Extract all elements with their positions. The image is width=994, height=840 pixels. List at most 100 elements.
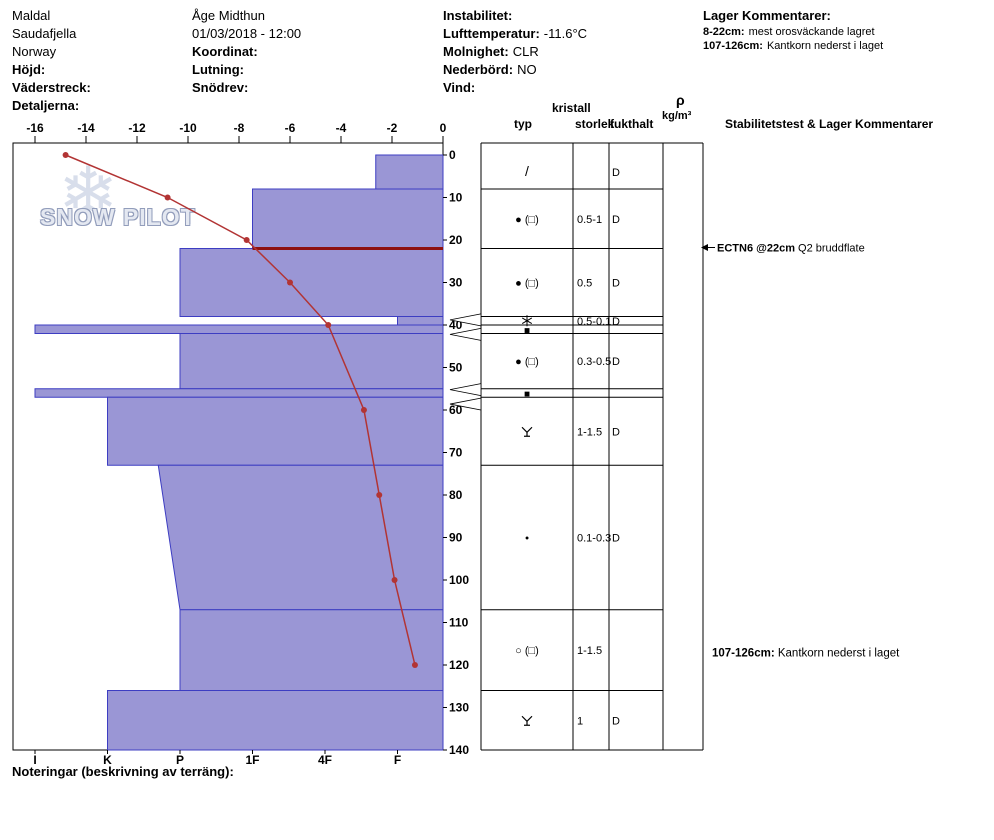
table-header-density-units: kg/m³ [662,110,692,122]
snow-layer-bar-42-55cm [179,333,444,390]
grain-type-symbol: ● (□) [515,278,539,290]
temp-tick-label: -14 [77,121,95,135]
snow-layer-bar-55-57cm [34,388,444,398]
moisture-value: D [612,715,620,727]
depth-tick-label: 90 [449,531,463,545]
moisture-value: D [612,426,620,438]
temp-tick-label: -8 [234,121,245,135]
hardness-tick-label: 1F [245,753,259,767]
stellar-crystal-icon [521,315,533,327]
blowing-snow-label: Snödrev: [192,80,249,95]
snowflake-icon: ❄ [58,154,119,234]
temperature-point [164,194,171,201]
snowpilot-logo-text: SNOW PILOT [40,204,196,230]
wind-label: Vind: [443,80,476,95]
observer-name: Åge Midthun [192,8,265,23]
temperature-point [325,322,332,328]
air-temperature-line: Lufttemperatur:-11.6°C [443,26,588,41]
temp-tick-label: -4 [336,121,347,135]
details-label: Detaljerna: [12,98,80,113]
depth-tick-label: 20 [449,233,463,247]
depth-tick-label: 100 [449,573,469,587]
grain-type-symbol: ■ [524,325,530,336]
moisture-value: D [612,316,620,328]
grain-size: 1-1.5 [577,645,602,657]
depth-hoar-icon [521,715,533,726]
sky-cover-line: Molnighet:CLR [443,44,539,59]
grain-size: 0.5-1 [577,214,602,226]
notes-label: Noteringar (beskrivning av terräng): [12,764,234,779]
depth-tick-label: 80 [449,488,463,502]
header-col-site: Maldal Saudafjella Norway Höjd: Väderstr… [12,7,91,115]
hardness-tick-label: 4F [318,753,332,767]
hardness-tick-label: P [176,753,184,767]
coordinates-label: Koordinat: [192,44,258,59]
layer-comment-note: 107-126cm: Kantkorn nederst i laget [712,648,900,660]
temperature-point [62,152,69,158]
precipitation-line: Nederbörd:NO [443,62,537,77]
temperature-point [287,279,293,286]
snow-layer-bar-38-40cm [397,316,444,326]
temperature-point [360,407,367,413]
stability-test-note: ECTN6 @22cm Q2 bruddflate [717,243,865,255]
temperature-point [411,662,418,668]
observation-datetime: 01/03/2018 - 12:00 [192,26,302,41]
moisture-value: D [612,167,620,179]
snow-layer-bar-57-73cm [107,396,444,466]
snow-layer-bar-107-126cm [179,609,444,691]
hardness-tick-label: F [394,753,401,767]
temp-tick-label: -6 [285,121,296,135]
depth-hoar-icon [521,426,533,437]
depth-tick-label: 10 [449,191,463,205]
temp-tick-label: -10 [179,121,197,135]
temp-tick-label: -16 [26,121,44,135]
snow-layer-bar-8-22cm [252,188,444,249]
aspect-label: Väderstreck: [12,80,91,95]
temperature-point [243,237,250,243]
temperature-point [391,577,398,583]
site-country: Norway [12,44,57,59]
snow-layers [34,154,444,751]
temperature-point [376,492,383,498]
table-header-kristall: kristall [552,101,591,115]
moisture-value: D [612,278,620,290]
snow-layer-bar-126-140cm [107,690,444,751]
temp-tick-label: 0 [440,121,447,135]
grain-size: 0.5-0.1 [577,316,611,328]
ect-arrow-head [701,244,708,251]
grain-size: 1-1.5 [577,426,602,438]
table-header-comments: Stabilitetstest & Lager Kommentarer [725,117,934,131]
thin-layer-arrow [449,397,482,411]
slope-label: Lutning: [192,62,244,77]
snow-layer-bar-73-107cm [157,464,444,611]
thin-layer-arrow [449,313,482,327]
grain-size: 0.3-0.5 [577,356,611,368]
crystal-table-grid [480,142,704,751]
table-header-typ: typ [514,117,532,131]
grain-type-symbol: ○ (□) [515,645,539,657]
layer-comment-2: 107-126cm:Kantkorn nederst i laget [703,40,884,52]
grain-size: 1 [577,715,583,727]
table-header-fukthalt: fukthalt [610,117,654,131]
grain-size: 0.5 [577,278,592,290]
hardness-tick-label: I [33,753,36,767]
layer-comments-title: Lager Kommentarer: [703,8,831,23]
grain-type-symbol: ● (□) [515,214,539,226]
depth-tick-label: 50 [449,361,463,375]
instability-label: Instabilitet: [443,8,513,23]
grain-size: 0.1-0.3 [577,533,611,545]
temp-tick-label: -12 [128,121,146,135]
site-name: Maldal [12,8,51,23]
header-col-observer: Åge Midthun 01/03/2018 - 12:00 Koordinat… [192,7,301,97]
moisture-value: D [612,214,620,226]
layer-comment-1: 8-22cm:mest orosväckande lagret [703,26,875,38]
depth-tick-label: 30 [449,276,463,290]
header-col-layer-comments: Lager Kommentarer: 8-22cm:mest orosväcka… [703,7,883,53]
table-header-density-symbol: ρ [676,92,685,108]
snow-layer-bar-40-42cm [34,324,444,334]
depth-tick-label: 130 [449,701,469,715]
